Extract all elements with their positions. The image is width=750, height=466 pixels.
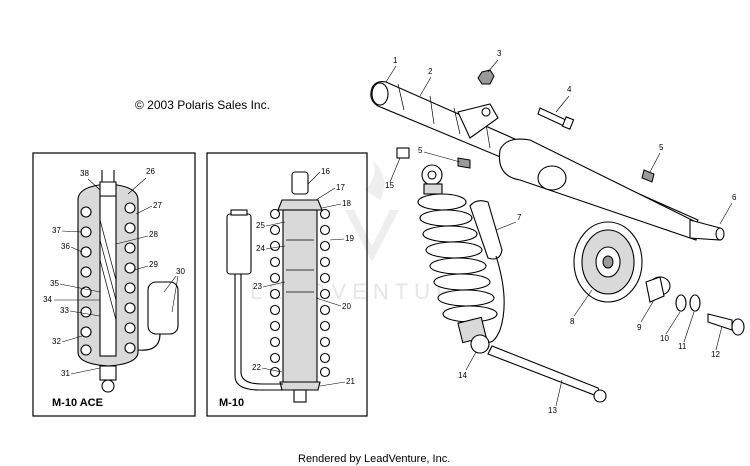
washer-b: [689, 294, 701, 312]
bolt: [537, 107, 567, 127]
callout-7: 7: [517, 213, 522, 222]
bolt-small-b: [641, 169, 655, 183]
panel-m10: 16 17 18 25 19 24 23 20 22 21 M-10: [206, 152, 368, 417]
spring-coils-ace: [80, 202, 136, 356]
callout-25: 25: [256, 221, 265, 230]
callout-37: 37: [52, 226, 61, 235]
bracket-hole: [481, 107, 491, 117]
bolt-small-a: [457, 157, 471, 169]
callout-36: 36: [61, 242, 70, 251]
callout-5a: 5: [418, 146, 423, 155]
callout-35: 35: [50, 279, 59, 288]
arm-tip: [689, 219, 721, 241]
bottom-mount-m10: [293, 389, 307, 403]
main-shock: [417, 164, 505, 354]
shock-top-cap: [423, 183, 443, 195]
callout-17: 17: [336, 183, 345, 192]
bolt-head: [561, 116, 575, 130]
callout-5b: 5: [659, 143, 664, 152]
callout-27: 27: [153, 201, 162, 210]
callout-24: 24: [256, 244, 265, 253]
arm-tip-end: [715, 227, 725, 241]
caption-m10-ace: M-10 ACE: [52, 397, 103, 409]
callout-2: 2: [428, 67, 433, 76]
lower-shaft-end: [593, 389, 607, 403]
panel-m10-ace: 38 26 27 37 28 36 29 30 35 34 33 32 3: [32, 152, 196, 417]
callout-8: 8: [570, 317, 575, 326]
callout-18: 18: [342, 199, 351, 208]
reservoir-hose-m10: [234, 274, 284, 391]
wheel-bolt-head: [731, 318, 745, 336]
callout-23: 23: [253, 282, 262, 291]
callout-29: 29: [149, 260, 158, 269]
callout-26: 26: [146, 167, 155, 176]
bottom-mount-ace: [99, 365, 117, 381]
callout-12: 12: [711, 350, 720, 359]
callout-6: 6: [732, 193, 737, 202]
callout-21: 21: [346, 377, 355, 386]
caption-m10: M-10: [219, 397, 244, 409]
shock-reservoir: [469, 200, 503, 260]
callout-33: 33: [60, 306, 69, 315]
tube-end: [537, 165, 567, 191]
callout-22: 22: [252, 363, 261, 372]
callout-31: 31: [61, 369, 70, 378]
washer-a: [675, 294, 687, 312]
nut: [477, 69, 495, 85]
spring-coils-m10: [269, 208, 331, 378]
spring-seat-top: [277, 199, 323, 211]
top-mount-m10: [291, 171, 309, 195]
callout-10: 10: [660, 334, 669, 343]
top-rod-ace: [101, 170, 115, 182]
bushing-body: [396, 147, 410, 159]
panel-frame: [32, 152, 196, 417]
reservoir-cap: [230, 209, 248, 216]
inner-shaft-ace: [99, 195, 117, 357]
body-lines: [286, 239, 314, 293]
top-mount-ace: [99, 181, 117, 197]
shock-body-m10: [282, 209, 318, 387]
lower-shaft: [487, 345, 603, 399]
callout-15: 15: [385, 181, 394, 190]
callout-34: 34: [43, 295, 52, 304]
callout-30: 30: [176, 267, 185, 276]
callout-9: 9: [637, 323, 642, 332]
callout-13: 13: [548, 406, 557, 415]
shaft-hatch: [99, 219, 117, 321]
callout-32: 32: [52, 337, 61, 346]
spring-seat-bottom: [279, 381, 321, 391]
callout-3: 3: [497, 49, 502, 58]
shock-bottom-eye: [470, 334, 490, 354]
idler-wheel: [573, 221, 643, 303]
reservoir-m10: [226, 213, 252, 275]
panel-frame: [206, 152, 368, 417]
copyright-text: © 2003 Polaris Sales Inc.: [135, 98, 270, 112]
reservoir-hose-ace: [137, 333, 161, 351]
callout-20: 20: [342, 302, 351, 311]
callout-4: 4: [567, 85, 572, 94]
callout-11: 11: [678, 342, 687, 351]
shock-spring: [417, 193, 498, 323]
wheel-bolt: [707, 313, 733, 331]
spacer-body: [645, 276, 665, 303]
arm-end-cap: [371, 82, 389, 106]
main-exploded-view: 1 2 3 4 5 5 15 6 7 8 9 10 11 12: [370, 49, 745, 415]
shock-hose: [487, 255, 505, 343]
callout-16: 16: [321, 167, 330, 176]
callout-28: 28: [149, 230, 158, 239]
callout-19: 19: [345, 234, 354, 243]
callouts-main: 1 2 3 4 5 5 15 6 7 8 9 10 11 12: [385, 49, 737, 415]
callout-14: 14: [458, 371, 467, 380]
reservoir-ace: [147, 281, 179, 335]
arm-sections: [397, 83, 491, 149]
reservoir-hose-m10-b: [240, 274, 283, 385]
callouts-m10: 16 17 18 25 19 24 23 20 22 21: [252, 167, 355, 387]
bottom-eye-ace: [101, 379, 115, 393]
callouts-ace: 38 26 27 37 28 36 29 30 35 34 33 32 3: [43, 167, 185, 378]
callout-38: 38: [80, 169, 89, 178]
callout-1: 1: [393, 56, 398, 65]
wheel-center: [602, 255, 614, 269]
footer-text: Rendered by LeadVenture, Inc.: [298, 453, 450, 465]
